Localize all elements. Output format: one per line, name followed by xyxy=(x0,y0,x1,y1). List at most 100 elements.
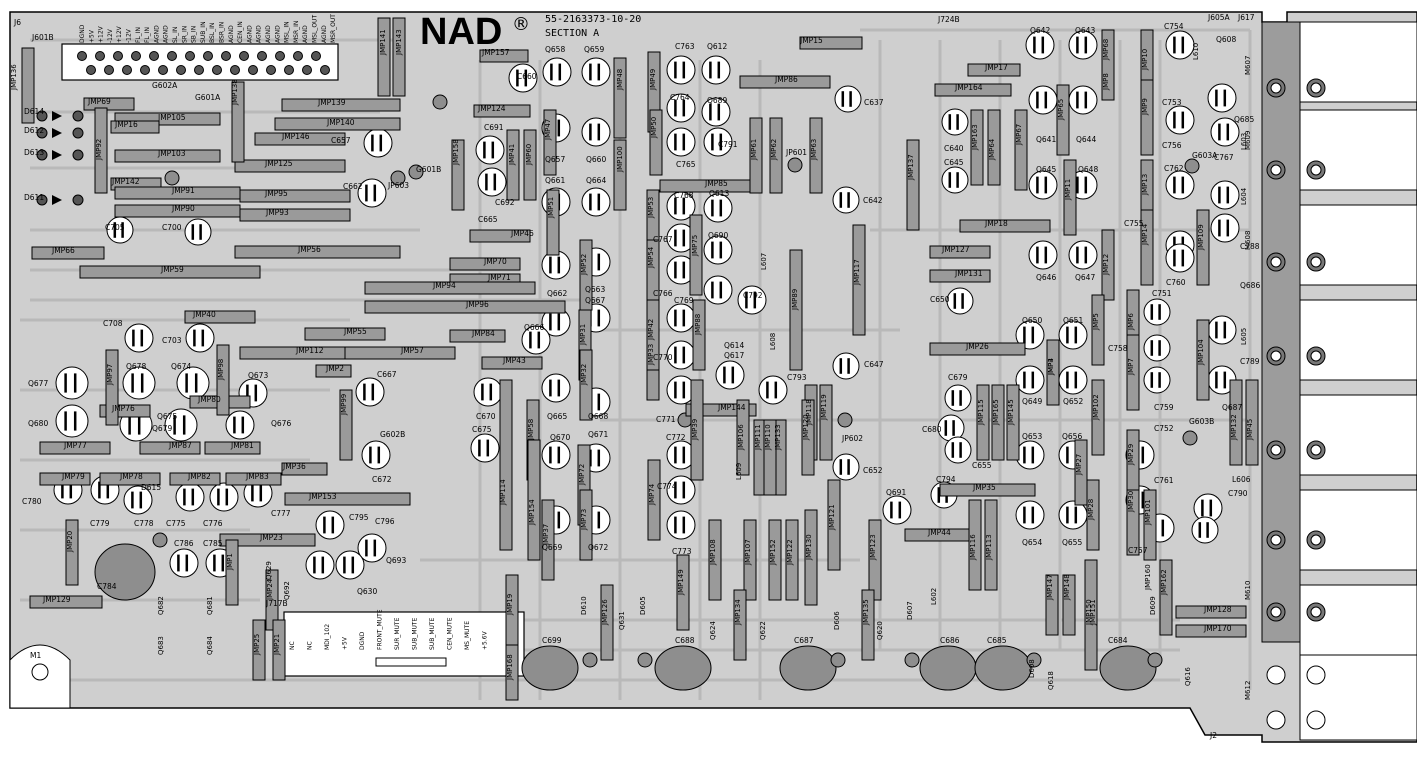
label-q656: Q656 xyxy=(1062,432,1082,441)
label-jmp2: JMP2 xyxy=(325,364,344,373)
connector-pin xyxy=(284,65,294,75)
component-capacitor xyxy=(1028,240,1058,270)
connector-pin xyxy=(140,65,150,75)
jumper-bar xyxy=(600,584,614,661)
component-capacitor xyxy=(1015,320,1045,350)
jumper-bar xyxy=(473,104,531,118)
pin-label: NC xyxy=(307,641,314,650)
label-q669: Q669 xyxy=(542,543,562,552)
label-jmp132: JMP132 xyxy=(1230,414,1238,441)
label-d605: D605 xyxy=(639,596,647,615)
label-c679: C679 xyxy=(948,373,968,382)
label-q643: Q643 xyxy=(1075,26,1095,35)
jumper-bar xyxy=(21,47,35,124)
label-jmp158: JMP158 xyxy=(452,139,460,166)
jumper-bar xyxy=(789,249,803,371)
jumper-bar xyxy=(1086,479,1100,551)
jumper-bar xyxy=(31,246,105,260)
connector-pin xyxy=(230,65,240,75)
jumper-bar xyxy=(225,539,239,606)
component-capacitor xyxy=(941,166,969,194)
label-jmp16: JMP16 xyxy=(114,120,138,129)
label-jmp53: JMP53 xyxy=(647,197,655,219)
jumper-bar xyxy=(377,17,391,97)
pin-label: -12V xyxy=(126,28,133,43)
label-c751: C751 xyxy=(1152,289,1172,298)
label-jmp35: JMP35 xyxy=(972,483,996,492)
label-q668: Q668 xyxy=(588,412,608,421)
jumper-bar xyxy=(736,399,750,476)
label-c796: C796 xyxy=(375,517,395,526)
label-c758: C758 xyxy=(1108,344,1128,353)
label-jmp116: JMP116 xyxy=(969,534,977,561)
label-jmp96: JMP96 xyxy=(465,300,489,309)
jumper-bar xyxy=(692,299,706,371)
label-jmp164: JMP164 xyxy=(954,83,983,92)
jumper-bar xyxy=(976,384,990,461)
label-c753: C753 xyxy=(1162,98,1182,107)
jumper-bar xyxy=(1140,79,1154,156)
label-q620: Q620 xyxy=(876,621,884,640)
label-jmp19: JMP19 xyxy=(506,594,514,616)
pin-label: SR_IN xyxy=(181,26,188,43)
label-q667: Q667 xyxy=(585,296,605,305)
label-c754: C754 xyxy=(1164,22,1184,31)
label-c647: C647 xyxy=(864,360,884,369)
pin-label: AGND xyxy=(302,25,309,43)
label-c789: C789 xyxy=(1240,357,1260,366)
jumper-bar xyxy=(274,117,401,131)
connector-pin xyxy=(320,65,330,75)
label-q664: Q664 xyxy=(586,176,606,185)
label-jmp107: JMP107 xyxy=(744,539,752,566)
label-q659: Q659 xyxy=(584,45,604,54)
label-jmp146: JMP146 xyxy=(281,132,310,141)
label-d609: D609 xyxy=(1149,596,1157,615)
label-jmp103: JMP103 xyxy=(157,149,186,158)
label-c652: C652 xyxy=(863,466,883,475)
test-pad xyxy=(408,164,424,180)
pin-label: FRONT_MUTE xyxy=(377,609,384,650)
pin-label: DGND xyxy=(359,631,366,650)
pin-label: -12V xyxy=(107,28,114,43)
label-j724b: J724B xyxy=(937,15,960,24)
label-jmp133: JMP133 xyxy=(774,424,782,451)
component-capacitor xyxy=(1210,213,1240,243)
label-c662: C662 xyxy=(343,182,363,191)
label-jmp10: JMP10 xyxy=(1141,49,1149,71)
label-d607: D607 xyxy=(906,601,914,620)
pin-label: SUR_MUTE xyxy=(394,617,401,650)
pin-label: SL_IN xyxy=(172,27,179,43)
jumper-bar xyxy=(216,344,230,416)
label-jmp23: JMP23 xyxy=(259,533,283,542)
label-jmp115: JMP115 xyxy=(977,399,985,426)
label-c792: C792 xyxy=(743,291,763,300)
jumper-bar xyxy=(1091,294,1105,366)
label-c795: C795 xyxy=(349,513,369,522)
component-capacitor xyxy=(703,275,733,305)
label-q631: Q631 xyxy=(618,611,626,630)
label-jmp141: JMP141 xyxy=(379,29,387,56)
connector-pin xyxy=(248,65,258,75)
connector-pin xyxy=(239,51,249,61)
component-capacitor xyxy=(1165,30,1195,60)
jumper-bar xyxy=(239,208,351,222)
label-g601a: G601A xyxy=(195,93,221,102)
jumper-bar xyxy=(1126,334,1140,411)
pin-label: MSR_IN xyxy=(293,21,300,43)
label-q629: Q629 xyxy=(265,561,273,580)
jumper-bar xyxy=(105,349,119,426)
label-c788: C788 xyxy=(1240,242,1260,251)
label-jmp39: JMP39 xyxy=(691,419,699,441)
label-q691: Q691 xyxy=(886,488,906,497)
jumper-bar xyxy=(827,479,841,571)
pin-label: BSR_IN xyxy=(219,22,226,43)
label-j717b: J717B xyxy=(265,599,288,608)
jumper-bar xyxy=(344,346,456,360)
label-jmp24: JMP24 xyxy=(266,578,274,601)
component-capacitor xyxy=(169,548,199,578)
label-c645: C645 xyxy=(944,158,964,167)
label-q686: Q686 xyxy=(1240,281,1260,290)
label-jmp67: JMP67 xyxy=(1015,124,1023,146)
jumper-bar xyxy=(906,139,920,231)
